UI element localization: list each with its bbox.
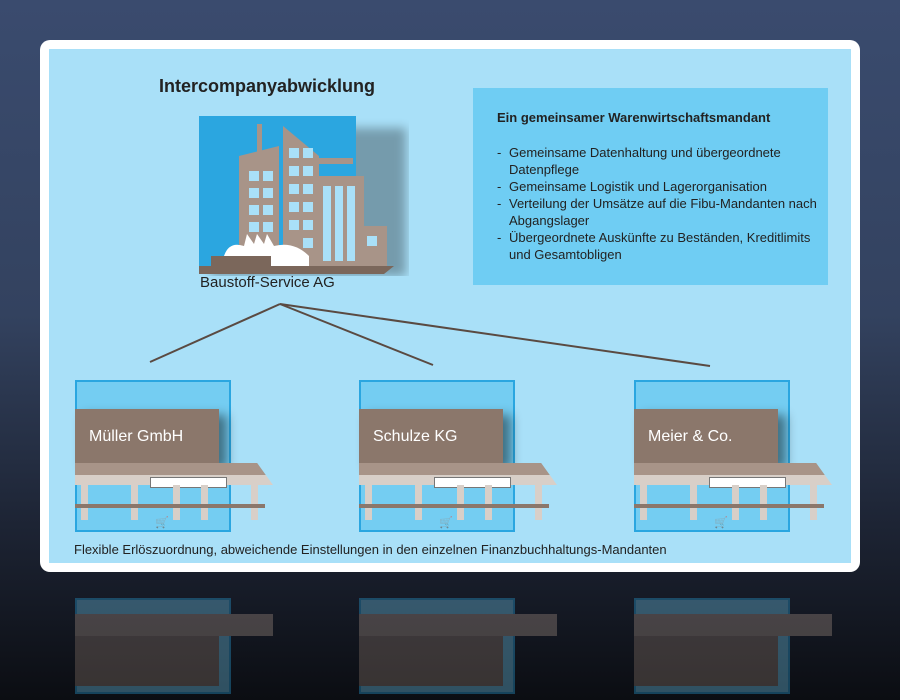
info-item: Gemeinsame Datenhaltung und übergeordnet…	[497, 144, 828, 178]
diagram-canvas: Intercompanyabwicklung Baustoff-Service …	[49, 49, 851, 563]
connector-line	[149, 303, 281, 363]
cart-icon: 🛒	[439, 517, 453, 529]
cart-icon: 🛒	[714, 517, 728, 529]
connector-line	[279, 303, 711, 367]
info-box: Ein gemeinsamer Warenwirtschaftsmandant …	[473, 88, 828, 285]
info-heading: Ein gemeinsamer Warenwirtschaftsmandant	[497, 110, 771, 125]
info-item: Übergeordnete Auskünfte zu Beständen, Kr…	[497, 229, 828, 263]
shop-name: Müller GmbH	[75, 409, 219, 463]
footer-note: Flexible Erlöszuordnung, abweichende Ein…	[74, 542, 667, 557]
diagram-title: Intercompanyabwicklung	[159, 76, 376, 96]
shop-name: Schulze KG	[359, 409, 503, 463]
diagram-card: Intercompanyabwicklung Baustoff-Service …	[40, 40, 860, 572]
info-item: Gemeinsame Logistik und Lagerorganisatio…	[497, 178, 828, 195]
info-item: Verteilung der Umsätze auf die Fibu-Mand…	[497, 195, 828, 229]
headquarters-label: Baustoff-Service AG	[200, 274, 335, 291]
connector-line	[279, 303, 434, 366]
reflection	[49, 574, 851, 694]
cart-icon: 🛒	[155, 517, 169, 529]
shop-name: Meier & Co.	[634, 409, 778, 463]
shop-meier: Meier & Co. 🛒	[634, 380, 844, 538]
shop-mueller: Müller GmbH 🛒	[75, 380, 285, 538]
shop-schulze: Schulze KG 🛒	[359, 380, 569, 538]
building-icon	[199, 116, 406, 276]
hierarchy-lines	[149, 303, 711, 367]
